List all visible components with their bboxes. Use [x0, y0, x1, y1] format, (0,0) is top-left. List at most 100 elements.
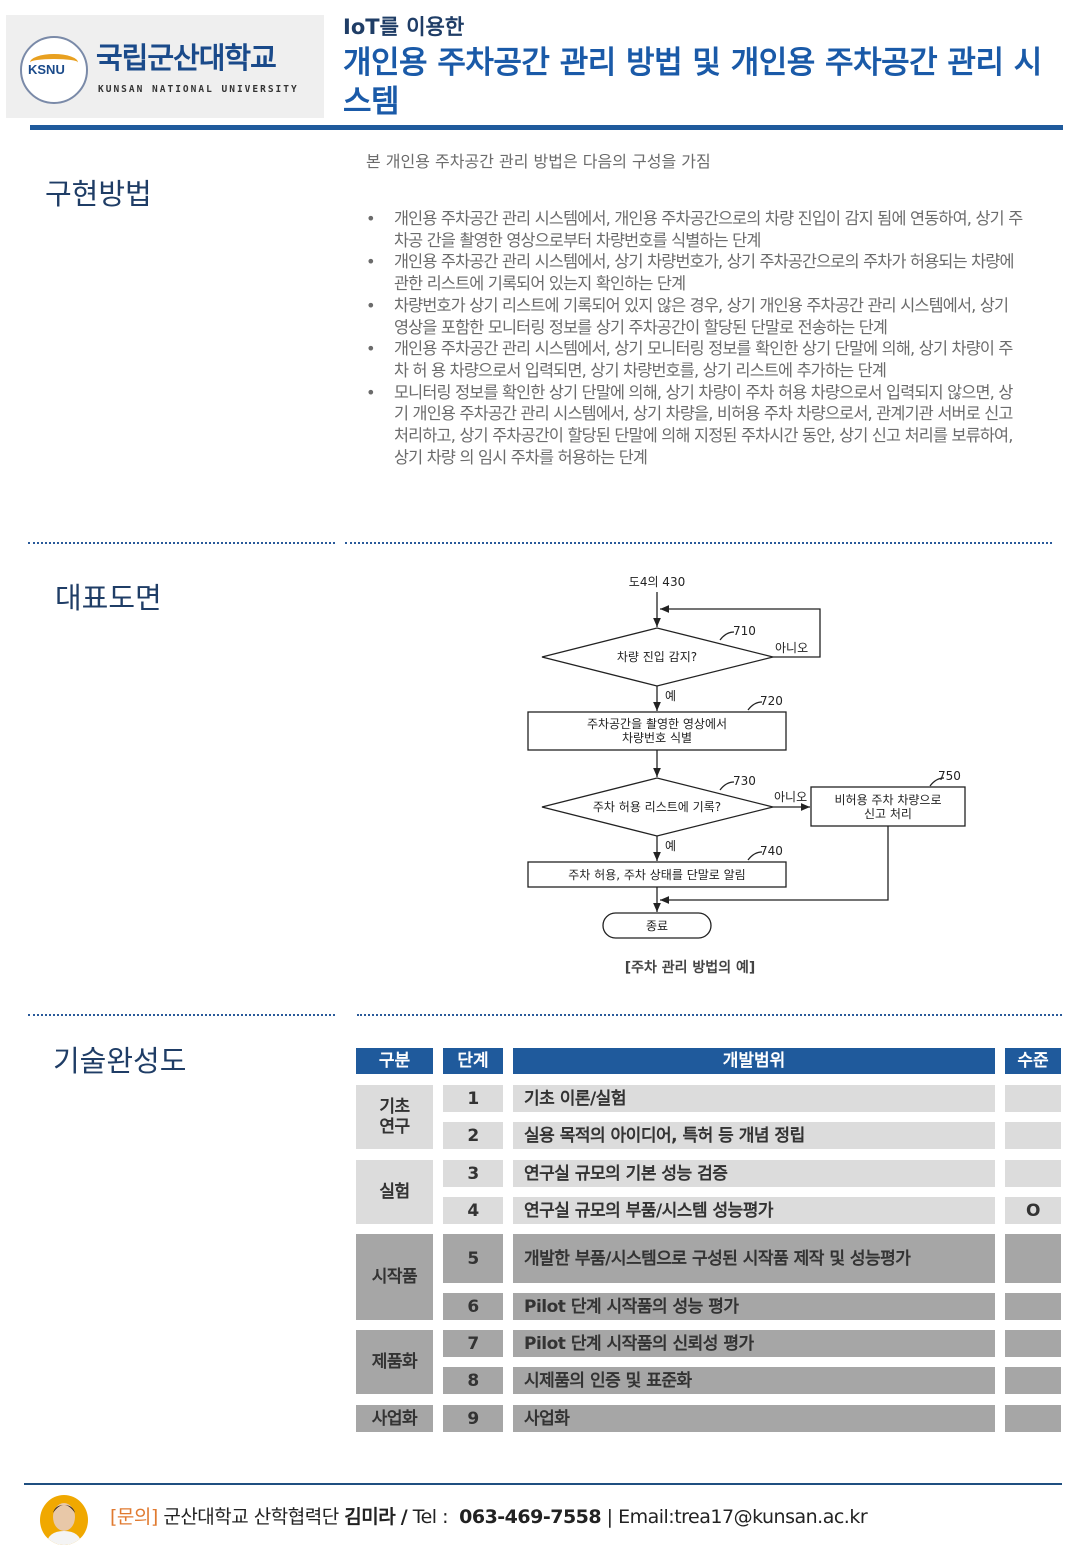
label-yes: 예: [665, 689, 676, 703]
label-no: 아니오: [774, 790, 807, 804]
figure-caption: [주차 관리 방법의 예]: [625, 959, 755, 976]
scope-cell: 연구실 규모의 기본 성능 검증: [513, 1160, 995, 1187]
ref-730: 730: [733, 774, 756, 788]
flow-arrow: [660, 826, 889, 904]
implementation-intro: 본 개인용 주차공간 관리 방법은 다음의 구성을 가짐: [366, 152, 711, 171]
step-text: 개인용 주차공간 관리 시스템에서, 상기 모니터링 정보를 확인한 상기 단말…: [394, 339, 1013, 380]
scope-cell: Pilot 단계 시작품의 신뢰성 평가: [513, 1330, 995, 1357]
level-cell: [1005, 1122, 1061, 1149]
level-cell: [1005, 1160, 1061, 1187]
implementation-list: • 개인용 주차공간 관리 시스템에서, 개인용 주차공간으로의 차량 진입이 감…: [366, 208, 1026, 468]
terminal-end-text: 종료: [646, 919, 668, 933]
column-header: 단계: [443, 1048, 503, 1074]
ref-710: 710: [733, 624, 756, 638]
level-cell: [1005, 1085, 1061, 1112]
group-cell: 실험: [356, 1160, 433, 1224]
level-cell: [1005, 1367, 1061, 1394]
column-header: 구분: [356, 1048, 433, 1074]
level-cell: [1005, 1330, 1061, 1357]
bullet-icon: •: [366, 382, 376, 402]
contact-org: 군산대학교 산학협력단: [163, 1506, 339, 1528]
implementation-step: • 모니터링 정보를 확인한 상기 단말에 의해, 상기 차량이 주차 허용 차량…: [366, 382, 1026, 469]
step-text: 개인용 주차공간 관리 시스템에서, 상기 차량번호가, 상기 주차공간으로의 …: [394, 252, 1014, 294]
implementation-step: • 차량번호가 상기 리스트에 기록되어 있지 않은 경우, 상기 개인용 주차공…: [366, 295, 1026, 338]
contact-name: 김미라: [344, 1506, 396, 1528]
scope-cell: Pilot 단계 시작품의 성능 평가: [513, 1293, 995, 1320]
level-cell: [1005, 1293, 1061, 1320]
process-720-text: 주차공간을 촬영한 영상에서: [587, 717, 727, 731]
group-cell: 제품화: [356, 1330, 433, 1394]
stage-cell: 6: [443, 1293, 503, 1320]
scope-cell: 시제품의 인증 및 표준화: [513, 1367, 995, 1394]
ref-leader: [719, 631, 735, 641]
section-divider: [345, 542, 1052, 544]
stage-cell: 8: [443, 1367, 503, 1394]
implementation-step: • 개인용 주차공간 관리 시스템에서, 상기 차량번호가, 상기 주차공간으로의…: [366, 251, 1026, 294]
decision-730-text: 주차 허용 리스트에 기록?: [593, 800, 721, 814]
contact-phone[interactable]: 063-469-7558: [459, 1506, 602, 1528]
stage-cell: 4: [443, 1197, 503, 1224]
stage-cell: 2: [443, 1122, 503, 1149]
decision-710-text: 차량 진입 감지?: [617, 650, 697, 664]
section-divider: [28, 1014, 335, 1016]
footer-divider: [24, 1483, 1062, 1485]
scope-cell: 실용 목적의 아이디어, 특허 등 개념 정립: [513, 1122, 995, 1149]
flow-start-label: 도4의 430: [629, 575, 685, 589]
process-720-text: 차량번호 식별: [622, 731, 692, 745]
ref-720: 720: [760, 694, 783, 708]
stage-cell: 5: [443, 1234, 503, 1283]
section-divider: [357, 1014, 1062, 1016]
scope-cell: 기초 이론/실험: [513, 1085, 995, 1112]
process-740: [527, 861, 787, 888]
flowchart: 도4의 430 차량 진입 감지? 710 아니오 예 주차공간을 촬영한 영상…: [527, 575, 966, 976]
level-cell: [1005, 1234, 1061, 1283]
decision-710: [541, 627, 774, 687]
logo-name-kr: 국립군산대학교: [96, 41, 277, 75]
section-heading-maturity: 기술완성도: [53, 1044, 187, 1078]
process-720: [527, 711, 787, 751]
level-cell: O: [1005, 1197, 1061, 1224]
inquiry-label: [문의]: [110, 1506, 158, 1528]
contact-email[interactable]: | Email:trea17@kunsan.ac.kr: [606, 1506, 868, 1528]
group-cell: 시작품: [356, 1234, 433, 1320]
column-header: 개발범위: [513, 1048, 995, 1074]
ref-leader: [747, 701, 763, 711]
seal-text: KSNU: [28, 62, 65, 77]
ref-leader: [747, 851, 763, 861]
scope-cell: 개발한 부품/시스템으로 구성된 시작품 제작 및 성능평가: [513, 1234, 995, 1283]
contact-avatar-icon: [40, 1495, 88, 1545]
step-text: 차량번호가 상기 리스트에 기록되어 있지 않은 경우, 상기 개인용 주차공간…: [394, 295, 1009, 337]
scope-cell: 사업화: [513, 1405, 995, 1432]
bullet-icon: •: [366, 295, 376, 315]
logo-name-en: KUNSAN NATIONAL UNIVERSITY: [98, 84, 299, 95]
header-divider: [30, 125, 1063, 130]
stage-cell: 9: [443, 1405, 503, 1432]
ref-750: 750: [938, 769, 961, 783]
flow-loop-arrow: [660, 605, 821, 658]
label-yes: 예: [665, 839, 676, 853]
ref-leader: [929, 777, 945, 787]
scope-cell: 연구실 규모의 부품/시스템 성능평가: [513, 1197, 995, 1224]
contact-info: [문의] 군산대학교 산학협력단 김미라 / Tel : 063-469-755…: [110, 1505, 868, 1529]
ref-740: 740: [760, 844, 783, 858]
bullet-icon: •: [366, 339, 376, 359]
step-text: 모니터링 정보를 확인한 상기 단말에 의해, 상기 차량이 주차 허용 차량으…: [394, 382, 1013, 467]
column-header: 수준: [1005, 1048, 1061, 1074]
page-title: 개인용 주차공간 관리 방법 및 개인용 주차공간 관리 시스템: [343, 45, 1042, 120]
group-cell: 사업화: [356, 1405, 433, 1432]
group-cell: 기초 연구: [356, 1085, 433, 1149]
bullet-icon: •: [366, 252, 376, 272]
process-750-text: 신고 처리: [864, 807, 912, 821]
page-subtitle: IoT를 이용한: [343, 15, 465, 39]
level-cell: [1005, 1405, 1061, 1432]
terminal-end: [602, 912, 712, 939]
label-no: 아니오: [775, 641, 808, 655]
bullet-icon: •: [366, 209, 376, 228]
step-text: 개인용 주차공간 관리 시스템에서, 개인용 주차공간으로의 차량 진입이 감지…: [394, 209, 1023, 250]
ref-leader: [719, 781, 735, 791]
stage-cell: 1: [443, 1085, 503, 1112]
tel-label: Tel :: [412, 1506, 449, 1528]
implementation-step: • 개인용 주차공간 관리 시스템에서, 개인용 주차공간으로의 차량 진입이 감…: [366, 208, 1026, 251]
section-heading-drawing: 대표도면: [55, 581, 162, 615]
